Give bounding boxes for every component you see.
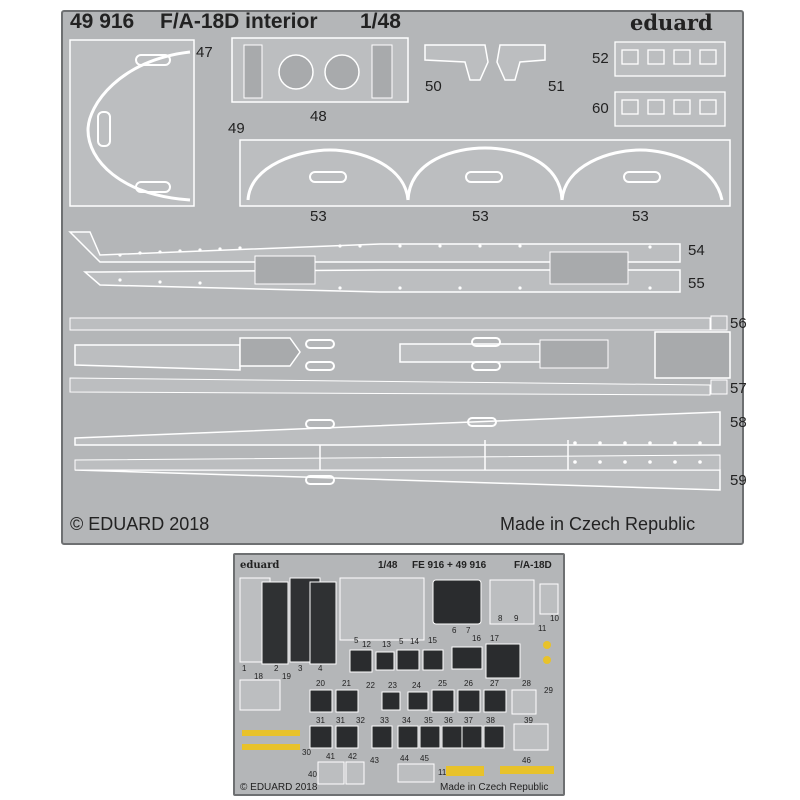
bottom-part-label: 45 <box>420 754 429 763</box>
bottom-brand-logo: eduard <box>240 560 280 571</box>
scale-label: 1/48 <box>360 10 401 33</box>
bottom-part-label: 34 <box>402 716 411 725</box>
part-55 <box>82 269 681 293</box>
part-label-51: 51 <box>548 78 565 95</box>
part-52-row <box>614 41 726 77</box>
part-label-53-center: 53 <box>472 208 489 225</box>
bottom-part-label: 8 <box>498 614 503 623</box>
bottom-part-label: 28 <box>522 679 531 688</box>
part-label-58: 58 <box>730 414 747 431</box>
bottom-part-label: 33 <box>380 716 389 725</box>
part-60-row <box>614 91 726 127</box>
part-58 <box>74 411 721 446</box>
bottom-part-label: 41 <box>326 752 335 761</box>
bottom-origin-text: Made in Czech Republic <box>440 782 549 793</box>
part-label-55: 55 <box>688 275 705 292</box>
bottom-part-label: 14 <box>410 637 419 646</box>
brand-logo: eduard <box>630 10 713 35</box>
bottom-codes: FE 916 + 49 916 <box>412 560 487 571</box>
bottom-part-label: 11 <box>538 624 547 633</box>
bottom-part-label: 2 <box>274 664 279 673</box>
bottom-part-label: 6 <box>452 626 457 635</box>
part-label-53-right: 53 <box>632 208 649 225</box>
bottom-part-label: 36 <box>444 716 453 725</box>
part-47 <box>69 39 195 207</box>
bottom-part-label: 23 <box>388 681 397 690</box>
bottom-part-label: 19 <box>282 672 291 681</box>
bottom-part-label: 17 <box>490 634 499 643</box>
bottom-part-label: 5 <box>399 637 404 646</box>
bottom-part-label: 24 <box>412 681 421 690</box>
part-label-53-left: 53 <box>310 208 327 225</box>
part-label-48: 48 <box>310 108 327 125</box>
bottom-part-label: 20 <box>316 679 325 688</box>
part-label-49: 49 <box>228 120 245 137</box>
bottom-part-label: 42 <box>348 752 357 761</box>
bottom-part-label: 12 <box>362 640 371 649</box>
part-label-60: 60 <box>592 100 609 117</box>
bottom-part-label: 31 <box>316 716 325 725</box>
bottom-part-label: 39 <box>524 716 533 725</box>
bottom-part-label: 32 <box>356 716 365 725</box>
bottom-scale: 1/48 <box>378 560 398 571</box>
part-label-57: 57 <box>730 380 747 397</box>
origin-text: Made in Czech Republic <box>500 514 696 534</box>
part-label-59: 59 <box>730 472 747 489</box>
part-label-47: 47 <box>196 44 213 61</box>
bottom-part-label: 26 <box>464 679 473 688</box>
bottom-part-label: 7 <box>466 626 471 635</box>
bottom-part-label: 30 <box>302 748 311 757</box>
bottom-part-label: 27 <box>490 679 499 688</box>
bottom-part-label: 46 <box>522 756 531 765</box>
bottom-part-label: 18 <box>254 672 263 681</box>
bottom-part-label: 37 <box>464 716 473 725</box>
bottom-product: F/A-18D <box>514 560 552 571</box>
bottom-part-label: 25 <box>438 679 447 688</box>
product-name: F/A-18D interior <box>160 10 318 33</box>
bottom-part-label: 10 <box>550 614 559 623</box>
bottom-part-label: 35 <box>424 716 433 725</box>
part-57 <box>69 377 711 396</box>
bottom-part-label: 15 <box>428 636 437 645</box>
part-51 <box>496 44 546 81</box>
bottom-part-label: 43 <box>370 756 379 765</box>
bottom-part-label: 44 <box>400 754 409 763</box>
bottom-part-label: 21 <box>342 679 351 688</box>
bottom-part-label: 16 <box>472 634 481 643</box>
part-56 <box>69 317 711 331</box>
bottom-copyright-text: © EDUARD 2018 <box>240 782 318 793</box>
bottom-part-label: 38 <box>486 716 495 725</box>
bottom-part-label: 4 <box>318 664 323 673</box>
bottom-part-label: 29 <box>544 686 553 695</box>
bottom-part-label: 3 <box>298 664 303 673</box>
part-label-52: 52 <box>592 50 609 67</box>
bottom-part-label: 22 <box>366 681 375 690</box>
bottom-part-label: 40 <box>308 770 317 779</box>
bottom-part-label: 11 <box>438 768 447 777</box>
copyright-text: © EDUARD 2018 <box>70 514 210 534</box>
bottom-part-label: 9 <box>514 614 519 623</box>
product-code: 49 916 <box>70 10 135 33</box>
bottom-part-label: 31 <box>336 716 345 725</box>
part-label-50: 50 <box>425 78 442 95</box>
bottom-part-label: 13 <box>382 640 391 649</box>
part-50 <box>424 44 489 81</box>
part-54 <box>68 231 681 263</box>
part-label-54: 54 <box>688 242 705 259</box>
bottom-part-label: 1 <box>242 664 247 673</box>
bottom-part-label: 5 <box>354 636 359 645</box>
part-label-56: 56 <box>730 315 747 332</box>
